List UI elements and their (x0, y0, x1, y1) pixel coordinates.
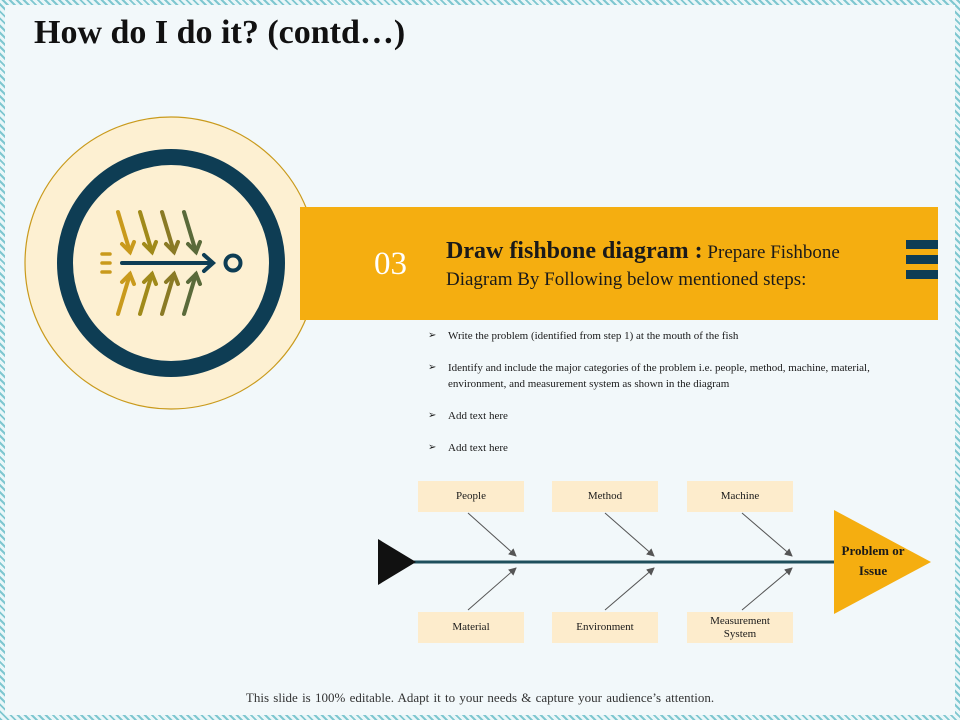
category-environment: Environment (552, 612, 658, 643)
bullet-arrow-icon: ➢ (428, 362, 437, 373)
fish-bones (467, 512, 793, 611)
bullet-arrow-icon: ➢ (428, 410, 437, 421)
category-people: People (418, 481, 524, 512)
step-text: Draw fishbone diagram : Prepare Fishbone… (446, 238, 906, 293)
fish-tail (378, 539, 416, 585)
fishbone-icon (100, 210, 243, 316)
category-machine: Machine (687, 481, 793, 512)
problem-label: Problem or Issue (841, 543, 905, 578)
list-item: ➢Write the problem (identified from step… (428, 330, 739, 342)
bullet-arrow-icon: ➢ (428, 442, 437, 453)
list-item: ➢Add text here (428, 410, 508, 422)
bullet-arrow-icon: ➢ (428, 330, 437, 341)
fishbone-badge (24, 116, 318, 410)
category-measurement-system: Measurement System (687, 612, 793, 643)
step-heading: Draw fishbone diagram : (446, 238, 703, 264)
slide-footer: This slide is 100% editable. Adapt it to… (245, 690, 715, 705)
category-material: Material (418, 612, 524, 643)
menu-bars-icon (906, 240, 938, 284)
step-number: 03 (374, 246, 407, 282)
list-item: ➢Add text here (428, 442, 508, 454)
step-band (300, 207, 938, 320)
step-description: Prepare Fishbone Diagram By Following be… (446, 242, 840, 290)
list-item: ➢Identify and include the major categori… (428, 362, 870, 390)
category-method: Method (552, 481, 658, 512)
slide-title: How do I do it? (contd…) (34, 14, 406, 51)
instruction-list: ➢Write the problem (identified from step… (428, 328, 908, 472)
fish-head (834, 510, 931, 614)
